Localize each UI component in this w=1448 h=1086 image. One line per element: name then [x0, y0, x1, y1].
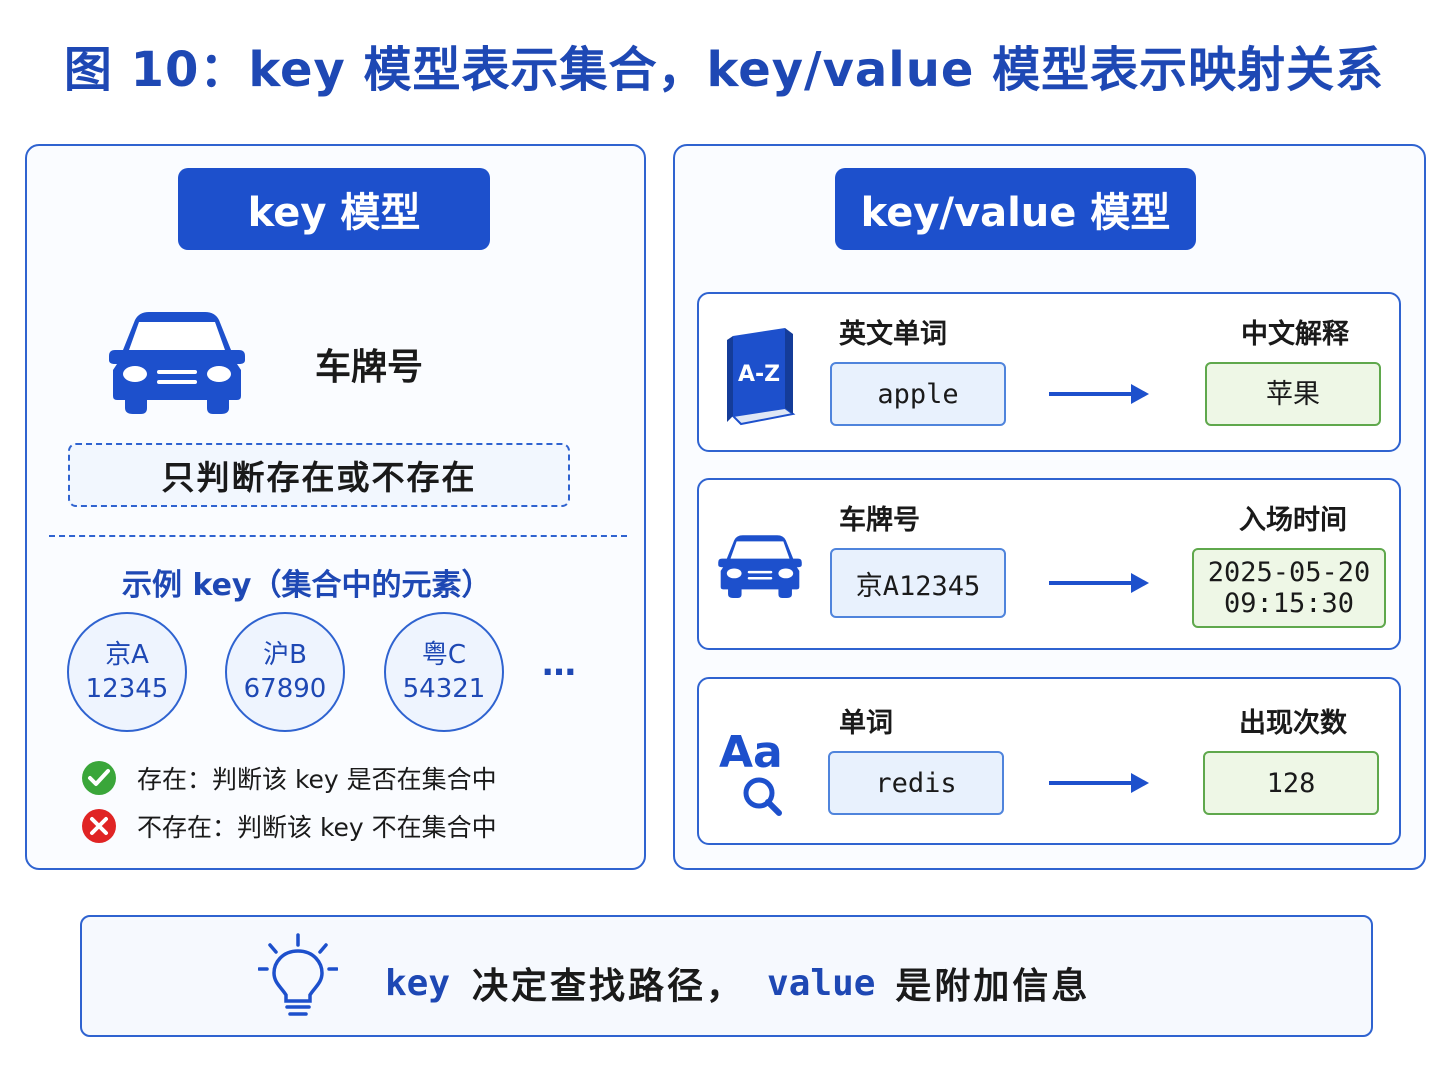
key-label: 单词: [839, 708, 893, 739]
key-label: 英文单词: [839, 319, 947, 350]
key-value-model-panel: key/value 模型 A-Z 英文单词 中文解释 apple 苹果: [673, 144, 1426, 870]
value-line1: 128: [1266, 767, 1316, 799]
key-box: 京A12345: [830, 548, 1006, 618]
section-divider: [49, 535, 627, 537]
key-word: key: [385, 962, 451, 1004]
element-line1: 沪B: [263, 640, 307, 670]
car-plate-label: 车牌号: [315, 347, 424, 388]
key-model-header: key 模型: [178, 168, 490, 250]
dictionary-book-icon: A-Z: [727, 328, 796, 426]
car-icon: [718, 535, 802, 598]
page-title: 图 10：key 模型表示集合，key/value 模型表示映射关系: [63, 42, 1385, 98]
arrow-right-icon: [1049, 773, 1149, 793]
value-line1: 苹果: [1266, 378, 1320, 410]
set-element-3: 粤C 54321: [384, 612, 504, 732]
value-label: 入场时间: [1239, 505, 1347, 536]
arrow-right-icon: [1049, 384, 1149, 404]
kv-row-parking: 车牌号 入场时间 京A12345 2025-05-20 09:15:30: [697, 478, 1401, 650]
kv-row-dictionary: A-Z 英文单词 中文解释 apple 苹果: [697, 292, 1401, 452]
lightbulb-icon: [258, 933, 338, 1016]
arrow-right-icon: [1049, 573, 1149, 593]
value-line2: 09:15:30: [1223, 588, 1355, 619]
key-value-model-header: key/value 模型: [835, 168, 1196, 250]
car-icon: [109, 312, 245, 414]
more-elements-ellipsis: …: [542, 644, 580, 684]
exist-only-box: 只判断存在或不存在: [68, 443, 570, 507]
check-circle-icon: [82, 761, 116, 795]
kv-row-word-count: Aa 单词 出现次数 redis 128: [697, 677, 1401, 845]
svg-text:A-Z: A-Z: [738, 362, 780, 387]
svg-text:Aa: Aa: [719, 727, 783, 778]
element-line2: 12345: [85, 674, 169, 704]
legend-text: 不存在：判断该 key 不在集合中: [137, 813, 497, 842]
value-label: 中文解释: [1241, 319, 1349, 350]
summary-mid: 决定查找路径，: [472, 966, 746, 1007]
element-line2: 54321: [402, 674, 486, 704]
summary-end: 是附加信息: [895, 966, 1091, 1007]
element-line1: 粤C: [421, 640, 467, 670]
legend-not-exists: 不存在：判断该 key 不在集合中: [81, 808, 497, 844]
value-box: 苹果: [1205, 362, 1381, 426]
key-label: 车牌号: [839, 505, 920, 536]
set-element-1: 京A 12345: [67, 612, 187, 732]
example-keys-title: 示例 key（集合中的元素）: [122, 568, 492, 603]
summary-note: key 决定查找路径， value 是附加信息: [80, 915, 1373, 1037]
cross-circle-icon: [82, 809, 116, 843]
element-line1: 京A: [105, 640, 149, 670]
value-word: value: [767, 962, 876, 1004]
legend-text: 存在：判断该 key 是否在集合中: [137, 765, 497, 794]
summary-text: key 决定查找路径， value 是附加信息: [385, 957, 1090, 1009]
text-search-icon: Aa: [719, 727, 783, 816]
value-line1: 2025-05-20: [1207, 557, 1371, 588]
legend-exists: 存在：判断该 key 是否在集合中: [81, 760, 497, 796]
set-element-2: 沪B 67890: [225, 612, 345, 732]
key-box: apple: [830, 362, 1006, 426]
key-model-panel: key 模型 车牌号 只判断存在或不存在 示例 key（集合中的元素） 京A 1…: [25, 144, 646, 870]
key-box: redis: [828, 751, 1004, 815]
element-line2: 67890: [243, 674, 327, 704]
value-label: 出现次数: [1239, 708, 1347, 739]
value-box: 128: [1203, 751, 1379, 815]
value-box: 2025-05-20 09:15:30: [1192, 548, 1386, 628]
